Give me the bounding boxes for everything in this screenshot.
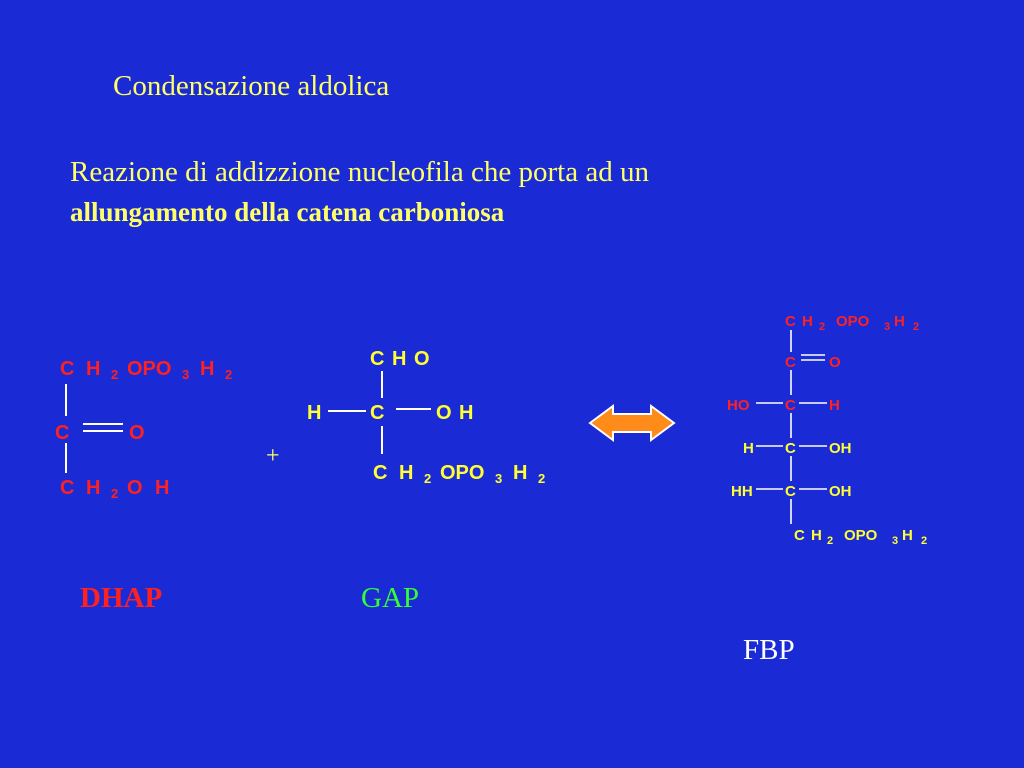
fbp-label: FBP xyxy=(743,634,795,666)
dhap-top-h2: H xyxy=(200,358,214,380)
gap-bonds xyxy=(328,371,431,454)
fbp-r1-h2: H xyxy=(894,313,905,330)
gap-label: GAP xyxy=(361,582,420,614)
dhap-top-h: H xyxy=(86,358,100,380)
subtitle-line-1: Reazione di addizzione nucleofila che po… xyxy=(70,156,649,188)
gap-bot-sub2b: 2 xyxy=(538,471,545,486)
fbp-r2-o: O xyxy=(829,354,841,371)
dhap-top-c: C xyxy=(60,358,74,380)
gap-top-h: H xyxy=(392,348,406,370)
dhap-bot-o: O xyxy=(127,477,143,499)
fbp-r3-ho: HO xyxy=(727,397,750,414)
fbp-r4-c: C xyxy=(785,440,796,457)
gap-bot-sub3: 3 xyxy=(495,471,502,486)
dhap-structure: C H 2 OPO 3 H 2 C O C H 2 O H xyxy=(55,358,232,501)
fbp-r1-opo: OPO xyxy=(836,313,870,330)
fbp-bonds xyxy=(756,330,827,524)
gap-structure: C H O H C O H C H 2 OPO 3 H 2 xyxy=(307,348,545,486)
fbp-r1-sub3: 3 xyxy=(884,321,890,333)
fbp-structure: C H 2 OPO 3 H 2 C O HO C H xyxy=(727,313,919,414)
fbp-r5-oh: OH xyxy=(829,483,852,500)
fbp-r3-c: C xyxy=(785,397,796,414)
gap-bot-sub2: 2 xyxy=(424,471,431,486)
fbp-r6-sub3: 3 xyxy=(892,535,898,547)
gap-bot-h2: H xyxy=(513,462,527,484)
dhap-top-opo: OPO xyxy=(127,358,171,380)
fbp-r6-h: H xyxy=(811,527,822,544)
dhap-bonds xyxy=(65,384,123,473)
dhap-mid-o: O xyxy=(129,422,145,444)
fbp-r5-hh: HH xyxy=(731,483,753,500)
fbp-r6-opo: OPO xyxy=(844,527,878,544)
gap-top-o: O xyxy=(414,348,430,370)
fbp-r1-c: C xyxy=(785,313,796,330)
fbp-r4-oh: OH xyxy=(829,440,852,457)
dhap-top-sub3: 3 xyxy=(182,367,189,382)
equilibrium-arrow xyxy=(588,404,676,442)
gap-top-c: C xyxy=(370,348,384,370)
dhap-label: DHAP xyxy=(80,582,163,614)
dhap-top-sub2b: 2 xyxy=(225,367,232,382)
dhap-bot-sub2: 2 xyxy=(111,486,118,501)
dhap-top-sub2: 2 xyxy=(111,367,118,382)
fbp-r1-sub2: 2 xyxy=(819,321,825,333)
gap-mid-c: C xyxy=(370,402,384,424)
fbp-r6-h2: H xyxy=(902,527,913,544)
gap-mid-h: H xyxy=(307,402,321,424)
fbp-structure-lower: H C OH HH C OH C H 2 OPO 3 H 2 xyxy=(731,440,927,547)
fbp-r6-c: C xyxy=(794,527,805,544)
fbp-r4-h: H xyxy=(743,440,754,457)
gap-bot-c: C xyxy=(373,462,387,484)
fbp-r3-h: H xyxy=(829,397,840,414)
slide-title: Condensazione aldolica xyxy=(113,70,390,102)
fbp-r1-h: H xyxy=(802,313,813,330)
fbp-r6-sub2: 2 xyxy=(827,535,833,547)
plus-sign: + xyxy=(266,443,280,469)
subtitle-line-2: allungamento della catena carboniosa xyxy=(70,197,505,227)
dhap-bot-h: H xyxy=(86,477,100,499)
fbp-r6-sub2b: 2 xyxy=(921,535,927,547)
gap-mid-o: O xyxy=(436,402,452,424)
dhap-mid-c: C xyxy=(55,422,69,444)
dhap-bot-h2: H xyxy=(155,477,169,499)
fbp-r1-sub2b: 2 xyxy=(913,321,919,333)
fbp-r2-c: C xyxy=(785,354,796,371)
gap-bot-opo: OPO xyxy=(440,462,484,484)
dhap-bot-c: C xyxy=(60,477,74,499)
gap-mid-h2: H xyxy=(459,402,473,424)
gap-bot-h: H xyxy=(399,462,413,484)
fbp-r5-c: C xyxy=(785,483,796,500)
